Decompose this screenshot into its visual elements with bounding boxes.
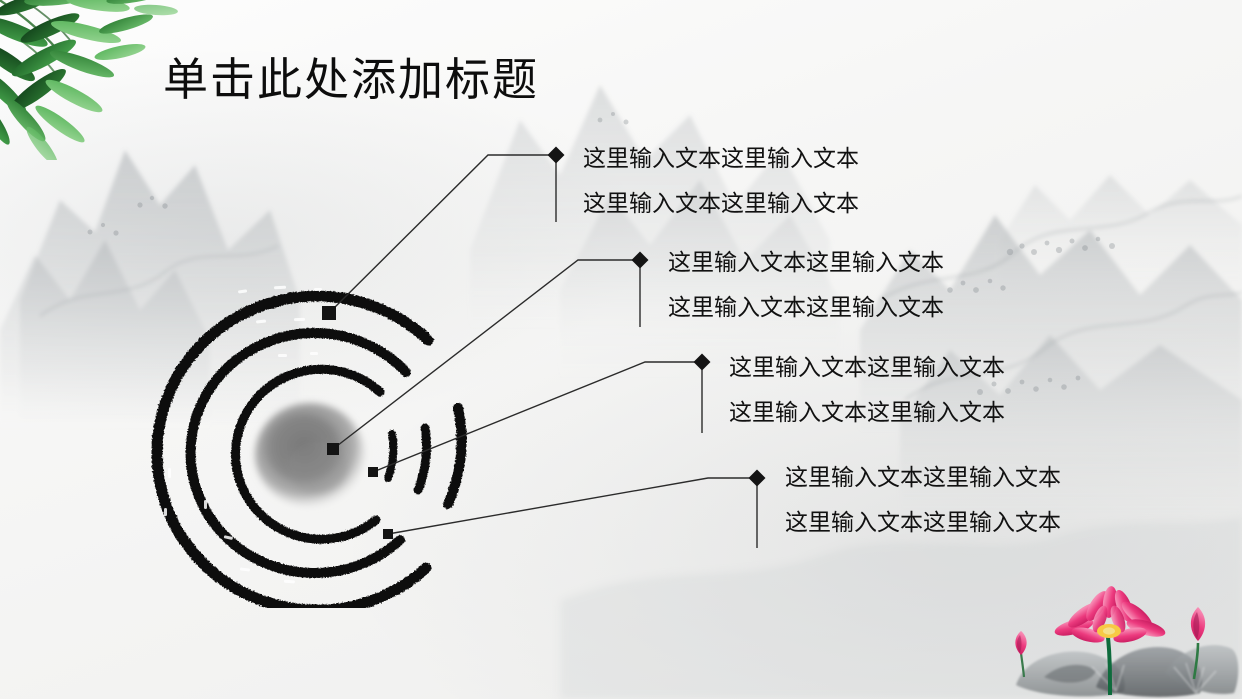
callout-1-line-2: 这里输入文本这里输入文本 — [583, 191, 859, 216]
page-title: 单击此处添加标题 — [163, 55, 540, 105]
callout-3-line-1: 这里输入文本这里输入文本 — [729, 355, 1005, 380]
callout-3-line-2: 这里输入文本这里输入文本 — [729, 400, 1005, 425]
callout-2-line-2: 这里输入文本这里输入文本 — [668, 295, 944, 320]
callout-1-line-1: 这里输入文本这里输入文本 — [583, 146, 859, 171]
callout-4-line-2: 这里输入文本这里输入文本 — [785, 510, 1061, 535]
callout-text-1[interactable]: 这里输入文本这里输入文本 这里输入文本这里输入文本 — [583, 136, 859, 226]
callout-4-line-1: 这里输入文本这里输入文本 — [785, 465, 1061, 490]
callout-text-3[interactable]: 这里输入文本这里输入文本 这里输入文本这里输入文本 — [729, 345, 1005, 435]
callout-text-4[interactable]: 这里输入文本这里输入文本 这里输入文本这里输入文本 — [785, 455, 1061, 545]
callout-text-2[interactable]: 这里输入文本这里输入文本 这里输入文本这里输入文本 — [668, 240, 944, 330]
callout-2-line-1: 这里输入文本这里输入文本 — [668, 250, 944, 275]
